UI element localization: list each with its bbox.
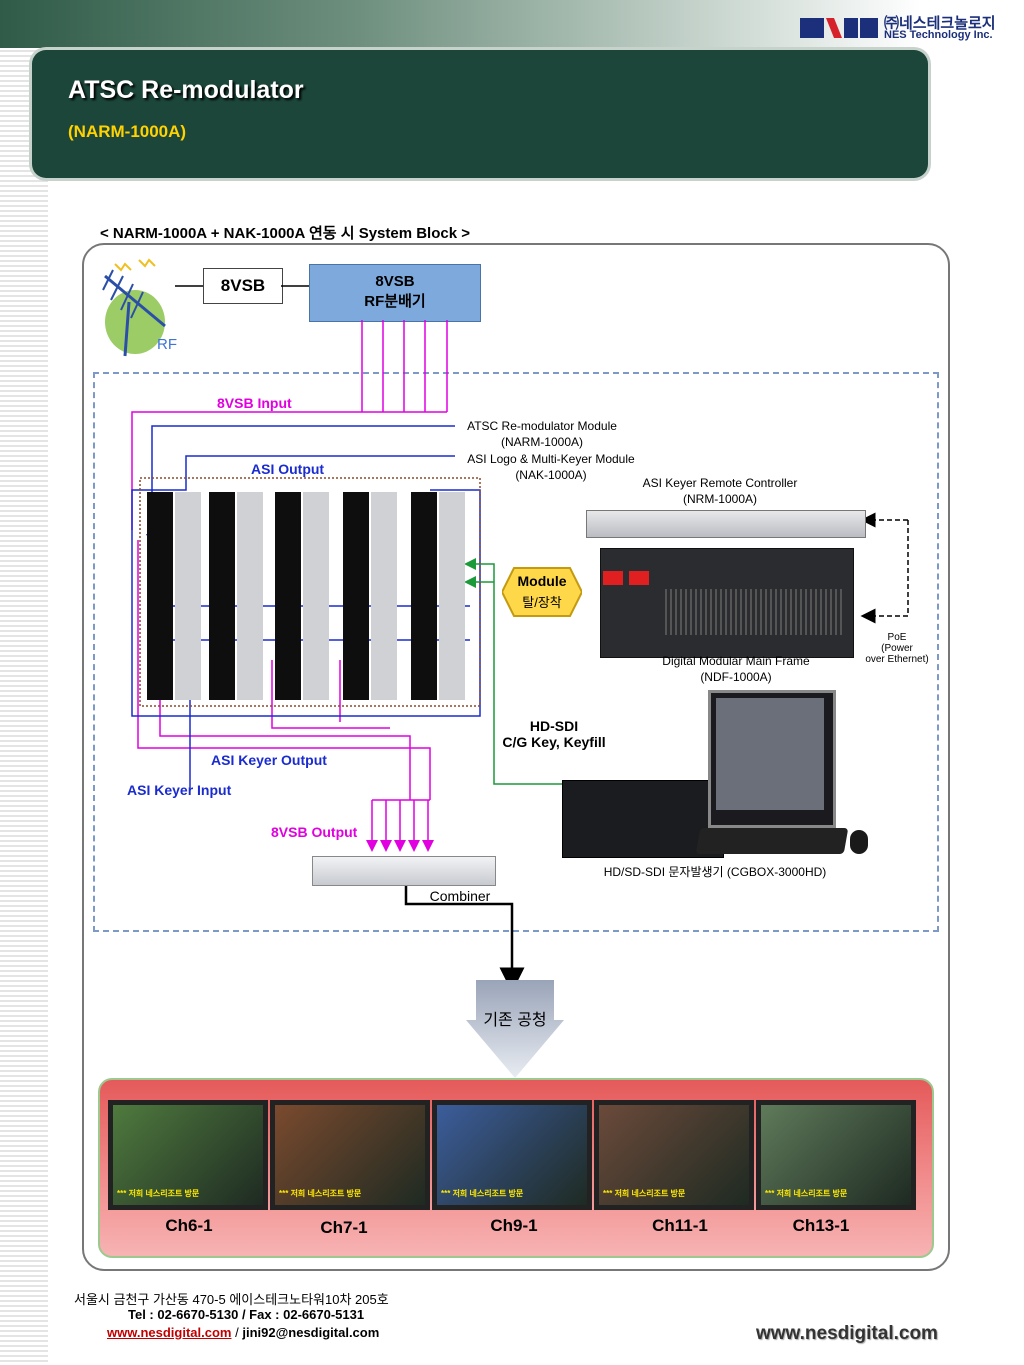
rf-splitter: 8VSB RF분배기	[309, 264, 481, 322]
remote-controller	[586, 510, 866, 538]
8vsb-output-label: 8VSB Output	[271, 824, 358, 840]
combiner-device	[312, 856, 496, 886]
cg-box-label: HD/SD-SDI 문자발생기 (CGBOX-3000HD)	[603, 865, 827, 879]
module-card	[209, 492, 235, 700]
channel-caption: *** 저희 네스리조트 방문	[603, 1189, 686, 1198]
channel-label: Ch6-1	[165, 1216, 213, 1235]
website-link[interactable]: www.nesdigital.com	[107, 1325, 232, 1340]
channel-caption: *** 저희 네스리조트 방문	[765, 1189, 848, 1198]
footer-address: 서울시 금천구 가산동 470-5 에이스테크노타워10차 205호	[74, 1292, 389, 1307]
logo-english: NES Technology Inc.	[884, 29, 993, 41]
keyer-output-label: ASI Keyer Output	[211, 752, 327, 768]
module-card	[147, 492, 173, 700]
rf-label: RF	[157, 336, 177, 353]
channel-screen: *** 저희 네스리조트 방문	[432, 1100, 592, 1210]
keyboard	[695, 828, 849, 854]
vent-grille	[665, 589, 845, 635]
footer-tel: Tel : 02-6670-5130 / Fax : 02-6670-5131	[128, 1307, 365, 1322]
channel-image	[761, 1105, 911, 1205]
module-card	[275, 492, 301, 700]
antenna-icon	[102, 258, 166, 357]
remote-line1: ASI Keyer Remote Controller	[642, 476, 798, 490]
keyer-line1: ASI Logo & Multi-Keyer Module	[467, 452, 635, 466]
channel-screen: *** 저희 네스리조트 방문	[756, 1100, 916, 1210]
nes-logo-icon	[800, 18, 878, 38]
main-frame	[600, 548, 854, 658]
mouse-icon	[850, 830, 868, 854]
keyer-input-label: ASI Keyer Input	[127, 782, 232, 798]
page-subtitle: (NARM-1000A)	[68, 122, 187, 141]
monitor-screen	[716, 698, 824, 810]
down-arrow-icon	[466, 980, 564, 1078]
frame-line1: Digital Modular Main Frame	[662, 654, 810, 668]
remote-line2: (NRM-1000A)	[682, 492, 757, 506]
poe-line3: over Ethernet)	[865, 654, 929, 665]
module-card	[237, 492, 263, 700]
channel-label: Ch9-1	[490, 1216, 538, 1235]
asi-output-label: ASI Output	[251, 461, 325, 477]
channel-caption: *** 저희 네스리조트 방문	[279, 1189, 362, 1198]
remodulator-module-label: ATSC Re-modulator Module (NARM-1000A)	[444, 419, 640, 449]
module-card	[175, 492, 201, 700]
8vsb-input-label: 8VSB Input	[217, 395, 292, 411]
channel-screen: *** 저희 네스리조트 방문	[594, 1100, 754, 1210]
channel-caption: *** 저희 네스리조트 방문	[117, 1189, 200, 1198]
combiner-label: Combiner	[429, 888, 491, 904]
title-banner	[32, 50, 928, 178]
channel-label: Ch13-1	[792, 1216, 850, 1235]
splitter-line1: 8VSB	[375, 273, 415, 290]
channel-label: Ch7-1	[320, 1218, 368, 1237]
channel-screen: *** 저희 네스리조트 방문	[270, 1100, 430, 1210]
module-card	[303, 492, 329, 700]
block-title: < NARM-1000A + NAK-1000A 연동 시 System Blo…	[100, 225, 471, 242]
channel-image	[437, 1105, 587, 1205]
remote-controller-label: ASI Keyer Remote Controller (NRM-1000A)	[620, 476, 820, 506]
diagram-frame	[82, 243, 950, 1271]
module-card	[439, 492, 465, 700]
channel-label: Ch11-1	[652, 1216, 708, 1235]
frame-line2: (NDF-1000A)	[700, 670, 772, 684]
module-card	[343, 492, 369, 700]
8vsb-box: 8VSB	[203, 268, 283, 304]
footer-website-large: www.nesdigital.com	[756, 1323, 938, 1344]
module-swap-tag	[502, 567, 582, 617]
existing-system-label: 기존 공청	[483, 1012, 547, 1029]
channel-screen: *** 저희 네스리조트 방문	[108, 1100, 268, 1210]
system-dashed-area	[93, 372, 939, 932]
channel-image	[113, 1105, 263, 1205]
page-title: ATSC Re-modulator	[68, 76, 304, 104]
keyer-module-label: ASI Logo & Multi-Keyer Module (NAK-1000A…	[444, 452, 658, 482]
channel-image	[599, 1105, 749, 1205]
left-stripes	[0, 0, 48, 1365]
poe-label: PoE (Power over Ethernet)	[856, 632, 938, 665]
email-link[interactable]: jini92@nesdigital.com	[242, 1325, 380, 1340]
channel-image	[275, 1105, 425, 1205]
module-card	[411, 492, 437, 700]
channel-caption: *** 저희 네스리조트 방문	[441, 1189, 524, 1198]
module-line2: (NARM-1000A)	[500, 435, 584, 449]
module-tag-line2: 탈/장착	[522, 595, 562, 610]
led-icon	[629, 571, 649, 585]
hdsdi-label: HD-SDI C/G Key, Keyfill	[484, 718, 624, 750]
main-frame-label: Digital Modular Main Frame (NDF-1000A)	[646, 654, 826, 684]
footer-contact: www.nesdigital.com / jini92@nesdigital.c…	[107, 1325, 379, 1340]
poe-line1: PoE	[887, 632, 907, 643]
footer-separator: /	[235, 1325, 239, 1340]
logo-korean: ㈜네스테크놀로지	[884, 15, 996, 32]
led-icon	[603, 571, 623, 585]
poe-line2: (Power	[881, 643, 913, 654]
module-tag-line1: Module	[517, 573, 567, 589]
hdsdi-line1: HD-SDI	[529, 718, 579, 734]
splitter-line2: RF분배기	[364, 293, 426, 310]
hdsdi-line2: C/G Key, Keyfill	[502, 734, 606, 750]
module-line1: ATSC Re-modulator Module	[467, 419, 617, 433]
module-card	[371, 492, 397, 700]
keyer-line2: (NAK-1000A)	[515, 468, 587, 482]
